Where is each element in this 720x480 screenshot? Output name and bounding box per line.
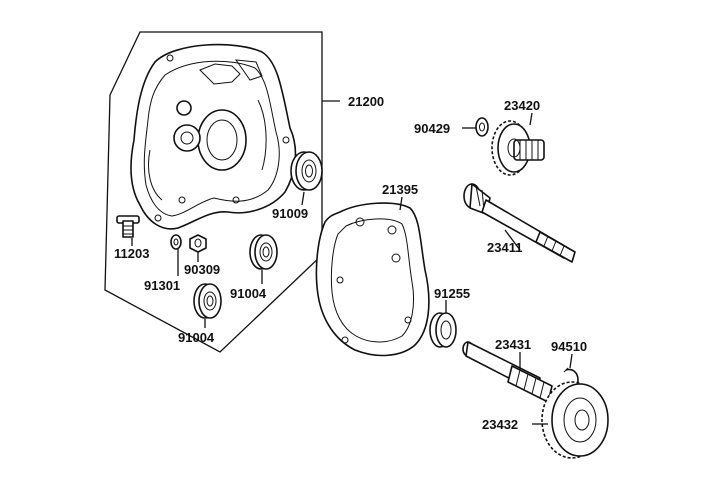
label-91301: 91301 bbox=[144, 278, 180, 293]
label-23432: 23432 bbox=[482, 417, 518, 432]
washer-90429-part bbox=[475, 117, 489, 137]
label-91009: 91009 bbox=[272, 206, 308, 221]
bearing-91004-upper-part bbox=[249, 234, 278, 270]
label-90429: 90429 bbox=[414, 121, 450, 136]
label-91004-upper: 91004 bbox=[230, 286, 267, 301]
washer-91301-part bbox=[170, 234, 182, 250]
label-11203: 11203 bbox=[114, 246, 149, 261]
label-23411: 23411 bbox=[487, 240, 522, 255]
label-23420: 23420 bbox=[504, 98, 540, 113]
transmission-case-part bbox=[130, 43, 297, 230]
label-91255: 91255 bbox=[434, 286, 470, 301]
gasket-21395-part bbox=[315, 202, 430, 357]
label-23431: 23431 bbox=[495, 337, 531, 352]
label-94510: 94510 bbox=[551, 339, 587, 354]
shaft-23411-part bbox=[463, 183, 576, 263]
label-90309: 90309 bbox=[184, 262, 220, 277]
gear-23432-part bbox=[541, 381, 609, 459]
stud-bolt-11203-part bbox=[116, 215, 140, 238]
label-21395: 21395 bbox=[382, 182, 418, 197]
bearing-91004-lower-part bbox=[193, 283, 222, 319]
bearing-91009-part bbox=[290, 151, 323, 191]
label-21200: 21200 bbox=[348, 94, 384, 109]
nut-90309-part bbox=[189, 234, 207, 253]
gear-23420-part bbox=[491, 120, 545, 176]
case-assembly-outline bbox=[104, 31, 323, 353]
label-91004-lower: 91004 bbox=[178, 330, 215, 345]
leader-lines bbox=[131, 100, 573, 425]
oil-seal-91255-part bbox=[429, 312, 457, 348]
